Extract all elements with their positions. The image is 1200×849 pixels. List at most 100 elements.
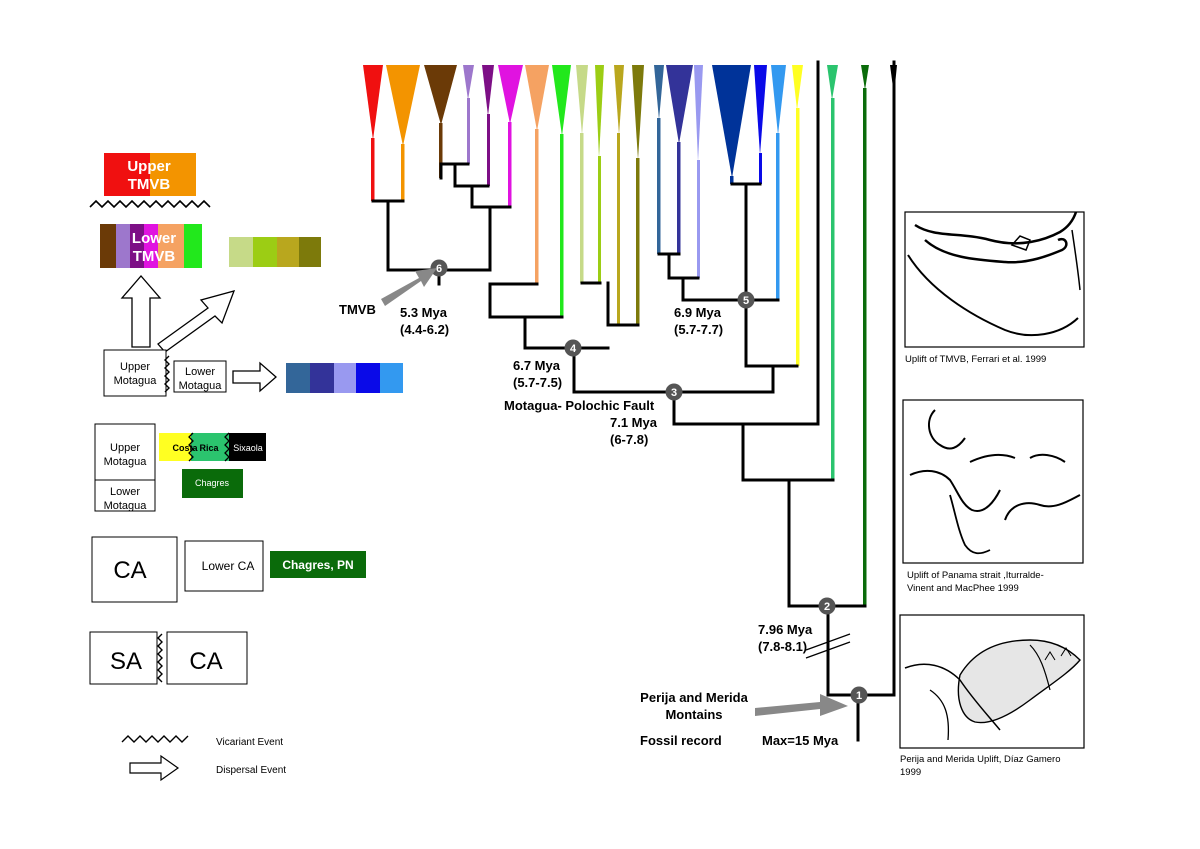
node2-age: 7.96 Mya bbox=[758, 622, 813, 637]
legend-vicariant-symbol bbox=[121, 735, 189, 743]
svg-text:4: 4 bbox=[570, 343, 577, 355]
sa-box bbox=[89, 631, 158, 685]
node-2: 2 bbox=[818, 597, 836, 615]
clade-olive-light bbox=[576, 65, 588, 135]
clade-blue bbox=[754, 65, 767, 155]
left-panel: Upper TMVB Lower TMVB Upper bbox=[89, 153, 403, 782]
ca-box bbox=[91, 536, 178, 603]
upper-motagua-2-label-2: Motagua bbox=[104, 456, 148, 468]
vicariant-zigzag-sa-ca bbox=[157, 633, 163, 683]
upper-tmvb-label-2: TMVB bbox=[128, 176, 171, 193]
legend-dispersal-label: Dispersal Event bbox=[216, 765, 286, 776]
panama-map-caption-1: Uplift of Panama strait ,Iturralde- bbox=[907, 570, 1044, 581]
lower-tmvb-label-1: Lower bbox=[132, 230, 176, 247]
node2-range: (7.8-8.1) bbox=[758, 639, 807, 654]
sa-label: SA bbox=[110, 648, 142, 675]
ca-label: CA bbox=[113, 557, 146, 584]
lower-motagua-box bbox=[173, 360, 227, 393]
fossil-record-label: Fossil record bbox=[640, 733, 722, 748]
upper-tmvb-label-1: Upper bbox=[127, 158, 171, 175]
clade-orange bbox=[386, 65, 420, 146]
legend-dispersal-symbol bbox=[129, 754, 180, 782]
clade-navy bbox=[712, 65, 751, 178]
ca-label-2: CA bbox=[189, 648, 222, 675]
node-6: 6 bbox=[430, 259, 448, 277]
max-age-label: Max=15 Mya bbox=[762, 733, 839, 748]
lower-ca-box bbox=[184, 540, 264, 592]
perija-label-2: Montains bbox=[665, 707, 722, 722]
svg-text:6: 6 bbox=[436, 263, 442, 275]
lower-tmvb-label-2: TMVB bbox=[133, 248, 176, 265]
map-perija: Perija and Merida Uplift, Díaz Gamero 19… bbox=[899, 614, 1085, 778]
clade-lavender bbox=[463, 65, 474, 100]
svg-text:3: 3 bbox=[671, 387, 677, 399]
costa-rica-sixaola-bar: Costa Rica Sixaola bbox=[159, 432, 266, 462]
node-3: 3 bbox=[665, 383, 683, 401]
upper-tmvb-box: Upper TMVB bbox=[104, 153, 196, 196]
node6-age: 5.3 Mya bbox=[400, 305, 448, 320]
legend-vicariant-label: Vicariant Event bbox=[216, 737, 283, 748]
node-markers: 6 5 4 3 2 1 bbox=[430, 259, 868, 704]
lower-motagua-label-1: Lower bbox=[185, 366, 215, 378]
clade-brown bbox=[424, 65, 457, 125]
perija-map-caption-2: 1999 bbox=[900, 767, 921, 778]
node3-range: (6-7.8) bbox=[610, 432, 648, 447]
clade-peach bbox=[525, 65, 549, 131]
lower-ca-label: Lower CA bbox=[202, 559, 255, 573]
branch-break-mark bbox=[805, 633, 851, 659]
clade-steel-blue bbox=[654, 65, 664, 120]
clade-indigo bbox=[666, 65, 693, 144]
vicariant-zigzag-tmvb bbox=[89, 199, 211, 209]
node6-range: (4.4-6.2) bbox=[400, 322, 449, 337]
node4-range: (5.7-7.5) bbox=[513, 375, 562, 390]
chagres-box bbox=[182, 469, 243, 498]
upper-motagua-box bbox=[103, 349, 167, 397]
clade-periwinkle bbox=[694, 65, 703, 162]
upper-motagua-label-1: Upper bbox=[120, 361, 150, 373]
dispersal-arrow-right bbox=[232, 361, 277, 393]
perija-label-1: Perija and Merida bbox=[640, 690, 748, 705]
clade-olive-gold bbox=[614, 65, 624, 135]
node-4: 4 bbox=[564, 339, 582, 357]
perija-map-caption-1: Perija and Merida Uplift, Díaz Gamero bbox=[900, 754, 1061, 765]
clade-tips bbox=[363, 65, 897, 606]
panama-map-caption-2: Vinent and MacPhee 1999 bbox=[907, 583, 1019, 594]
node-5: 5 bbox=[737, 291, 755, 309]
map-tmvb: Uplift of TMVB, Ferrari et al. 1999 bbox=[904, 211, 1085, 365]
blue-clade-swatches bbox=[286, 363, 403, 393]
chagres-pn-box bbox=[270, 551, 366, 578]
clade-mint bbox=[827, 65, 838, 100]
clade-yellow bbox=[792, 65, 803, 110]
clade-green bbox=[552, 65, 571, 136]
costa-label: Costa bbox=[172, 443, 198, 453]
clade-magenta bbox=[498, 65, 523, 124]
lower-motagua-2-label-1: Lower bbox=[110, 486, 140, 498]
svg-text:1: 1 bbox=[856, 690, 862, 702]
annotations: TMVB 5.3 Mya (4.4-6.2) 6.9 Mya (5.7-7.7)… bbox=[339, 302, 839, 748]
node5-age: 6.9 Mya bbox=[674, 305, 722, 320]
legend: Vicariant Event Dispersal Event bbox=[121, 735, 286, 782]
clade-purple bbox=[482, 65, 494, 116]
lower-motagua-box-2 bbox=[94, 479, 156, 512]
tmvb-event-arrow bbox=[381, 268, 437, 306]
ca-box-2 bbox=[166, 631, 248, 685]
olive-clade-swatches bbox=[229, 237, 321, 267]
node5-range: (5.7-7.7) bbox=[674, 322, 723, 337]
clade-dark-green bbox=[861, 65, 869, 90]
node-1: 1 bbox=[850, 686, 868, 704]
map-panama: Uplift of Panama strait ,Iturralde- Vine… bbox=[902, 399, 1084, 594]
perija-event-arrow bbox=[755, 694, 848, 716]
tree-backbone bbox=[371, 60, 896, 742]
lower-motagua-label-2: Motagua bbox=[179, 380, 223, 392]
chagres-label: Chagres bbox=[195, 478, 230, 488]
motagua-fault-label: Motagua- Polochic Fault bbox=[504, 398, 655, 413]
clade-sky bbox=[771, 65, 786, 135]
node3-age: 7.1 Mya bbox=[610, 415, 658, 430]
rica-label: Rica bbox=[199, 443, 219, 453]
clade-red bbox=[363, 65, 383, 140]
upper-motagua-label-2: Motagua bbox=[114, 375, 158, 387]
sixaola-label: Sixaola bbox=[233, 443, 263, 453]
clade-olive-mid bbox=[595, 65, 604, 158]
